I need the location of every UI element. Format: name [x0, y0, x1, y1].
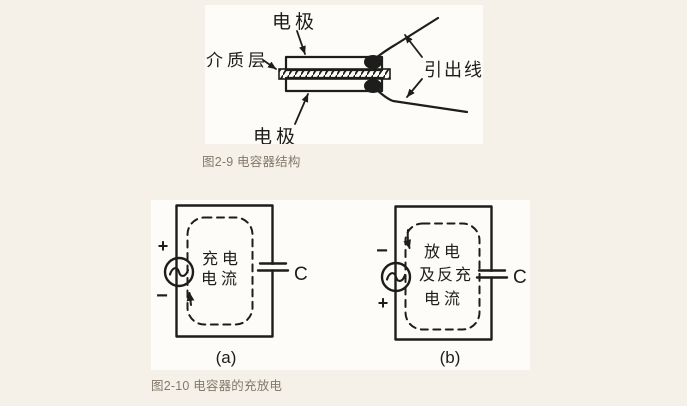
current-text-b-line1: 放电: [424, 243, 464, 261]
ac-source-a-sine-icon: [168, 267, 190, 277]
capacitor-a-gap: [267, 264, 278, 270]
polarity-a-plus: +: [158, 236, 169, 256]
capacitor-b-gap: [486, 271, 497, 277]
figure-capacitor-structure: 电极 介质层 引出线 电极: [205, 5, 483, 144]
circuit-a: + − 充电 电流 C (a): [156, 204, 308, 367]
lead-wires-arrow-lower: [406, 78, 423, 98]
lead-wires-label: 引出线: [424, 60, 483, 80]
charge-discharge-drawing: + − 充电 电流 C (a) − + 放电: [156, 204, 527, 367]
figure2-caption: 图2-10 电容器的充放电: [151, 379, 283, 393]
capacitor-b-label: C: [513, 267, 527, 288]
polarity-b-minus: −: [376, 240, 388, 262]
ac-source-b: [380, 261, 412, 293]
subfigure-a-label: (a): [216, 348, 237, 367]
electrode-bottom-label: 电极: [253, 126, 299, 144]
current-path-b-dashed: [404, 222, 481, 331]
ac-source-b-sine-icon: [385, 272, 407, 282]
dielectric-hatched-layer: [278, 68, 391, 80]
capacitor-a-label: C: [294, 264, 308, 285]
current-path-a-dashed: [186, 216, 254, 326]
solder-joint-top: [364, 55, 382, 69]
figure1-caption: 图2-9 电容器结构: [202, 155, 301, 169]
ac-source-a: [163, 256, 195, 288]
figure-capacitor-charge-discharge: + − 充电 电流 C (a) − + 放电: [151, 200, 530, 370]
current-text-b-line2: 及反充: [419, 266, 473, 284]
electrode-top-label: 电极: [272, 11, 318, 33]
current-direction-b-arrow: [403, 229, 411, 249]
structure-labels: 电极 介质层 引出线 电极: [206, 11, 483, 144]
lead-wire-upper: [375, 16, 440, 59]
lead-wires-arrow-upper: [404, 34, 423, 58]
dielectric-arrow: [262, 59, 277, 70]
circuit-b: − + 放电 及反充 电流 C (b): [376, 205, 527, 367]
dielectric-label: 介质层: [206, 51, 269, 70]
polarity-b-plus: +: [378, 293, 389, 313]
lead-wire-lower: [375, 88, 469, 114]
electrode-top-arrow: [296, 30, 306, 55]
capacitor-body: [278, 16, 469, 114]
electrode-bottom-arrow: [294, 93, 309, 125]
subfigure-b-label: (b): [440, 348, 461, 367]
current-direction-a-arrow: [186, 292, 195, 306]
current-text-b-line3: 电流: [424, 290, 464, 308]
capacitor-structure-drawing: 电极 介质层 引出线 电极: [206, 11, 483, 144]
polarity-a-minus: −: [156, 285, 168, 307]
current-text-a-line1: 充电: [202, 250, 242, 268]
current-text-a-line2: 电流: [201, 270, 241, 288]
